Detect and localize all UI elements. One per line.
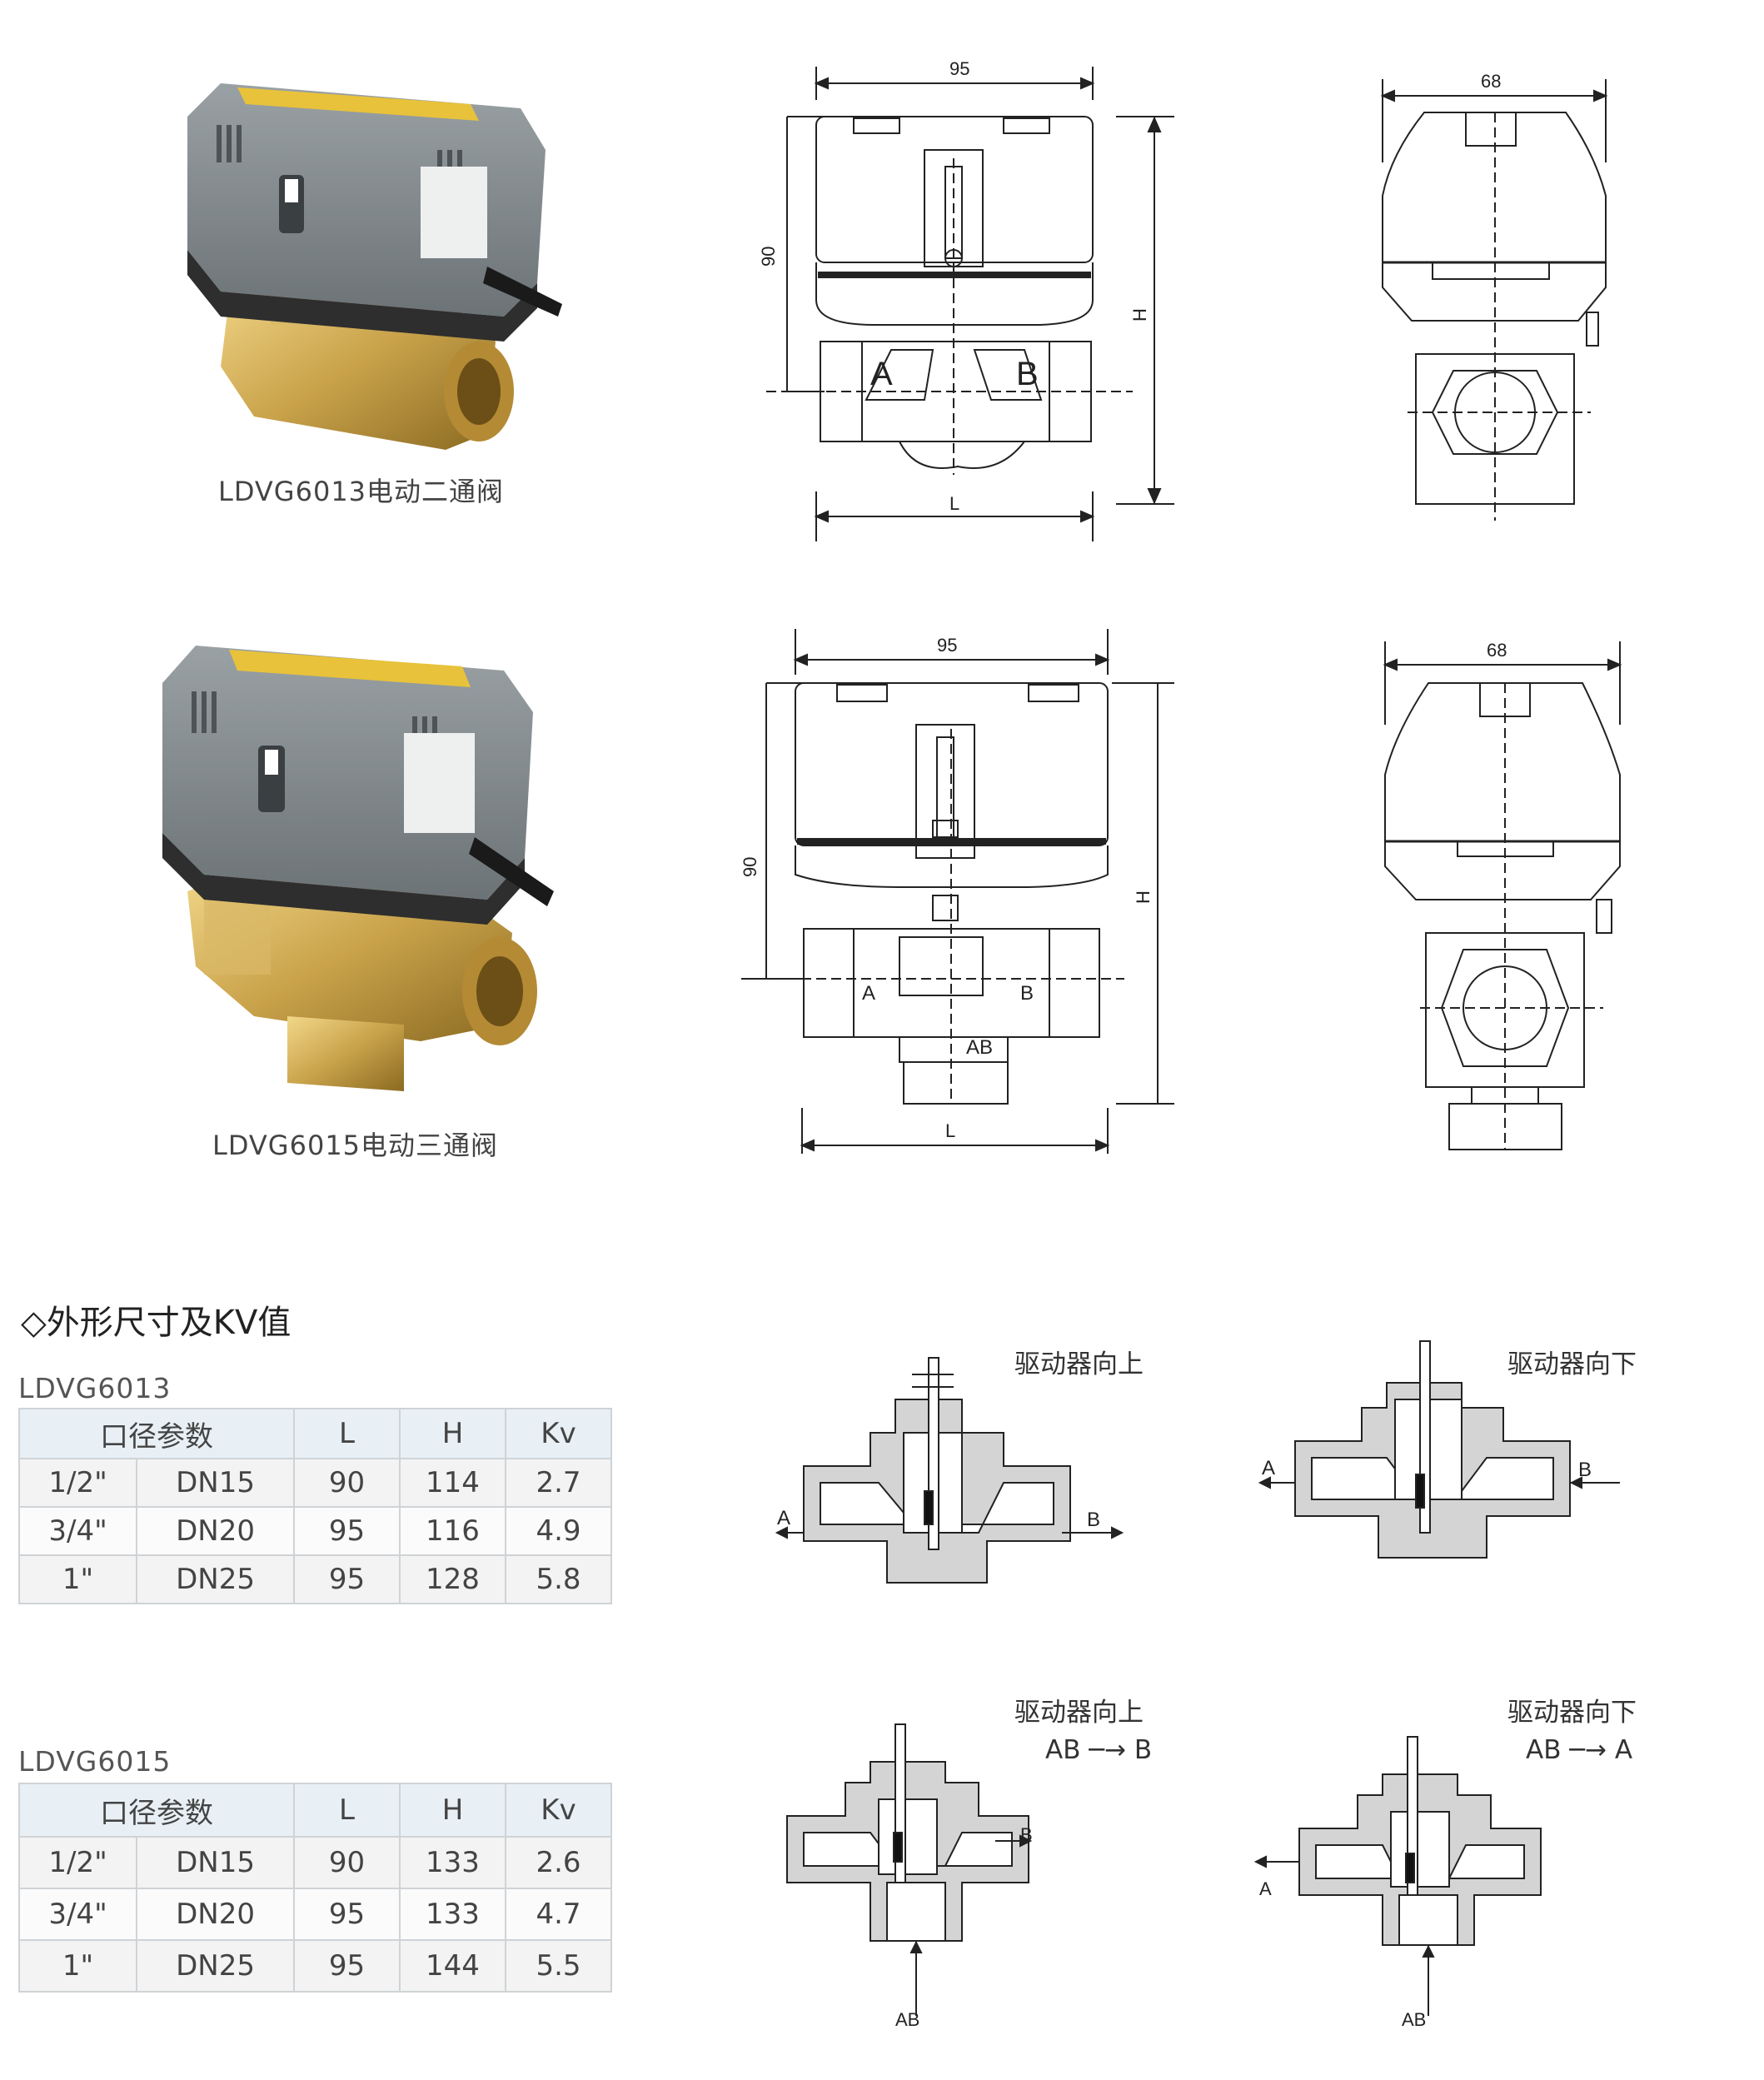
kv-table-ldvg6015: 口径参数 L H Kv 1/2" DN15 90 133 2.6 3/4" DN… xyxy=(17,1783,612,1993)
table-row: 1" DN25 95 144 5.5 xyxy=(17,1939,612,1993)
flow3-port-ab: AB xyxy=(895,2009,919,2030)
cell-kv: 4.9 xyxy=(505,1506,612,1556)
cell-inch: 1" xyxy=(17,1554,138,1604)
front1-port-a: A xyxy=(870,356,893,392)
cell-inch: 1/2" xyxy=(17,1458,138,1508)
kv-table-ldvg6013: 口径参数 L H Kv 1/2" DN15 90 114 2.7 3/4" DN… xyxy=(17,1408,612,1604)
cell-l: 95 xyxy=(293,1888,401,1941)
cell-inch: 1/2" xyxy=(17,1836,138,1889)
three-way-flow-down-diagram: A AB xyxy=(1253,1736,1542,2030)
three-way-valve-caption: LDVG6015电动三通阀 xyxy=(212,1130,499,1161)
two-way-side-drawing: 68 xyxy=(1380,71,1608,521)
two-way-flow-up-diagram: A B xyxy=(775,1357,1124,1584)
front1-length: L xyxy=(949,493,959,514)
cell-dn: DN20 xyxy=(136,1888,295,1941)
total-height-label: H xyxy=(1129,308,1150,322)
two-way-front-drawing: 95 90 H A B L xyxy=(758,58,1174,541)
cell-dn: DN25 xyxy=(136,1554,295,1604)
three-way-side-drawing: 68 xyxy=(1383,640,1622,1150)
header-kv: Kv xyxy=(505,1408,612,1459)
two-way-valve-photo xyxy=(187,83,562,450)
front-width-label: 95 xyxy=(949,58,969,79)
front1-port-b: B xyxy=(1016,356,1039,392)
cell-kv: 2.6 xyxy=(505,1836,612,1889)
cell-kv: 4.7 xyxy=(505,1888,612,1941)
cell-h: 116 xyxy=(399,1506,506,1556)
header-size: 口径参数 xyxy=(18,1408,295,1459)
cell-inch: 3/4" xyxy=(17,1888,138,1941)
front2-total-height: H xyxy=(1133,890,1154,904)
table-header: 口径参数 L H Kv xyxy=(18,1408,612,1459)
flow3-port-b: B xyxy=(1020,1824,1033,1845)
cell-h: 133 xyxy=(399,1836,506,1889)
flow1-port-b: B xyxy=(1087,1509,1100,1531)
two-way-valve-caption: LDVG6013电动二通阀 xyxy=(218,476,505,507)
cell-kv: 2.7 xyxy=(505,1458,612,1508)
front2-port-ab: AB xyxy=(966,1036,993,1059)
header-h: H xyxy=(399,1783,506,1838)
header-kv: Kv xyxy=(505,1783,612,1838)
table-row: 1" DN25 95 128 5.8 xyxy=(17,1554,612,1604)
front2-length: L xyxy=(945,1120,955,1141)
table1-model: LDVG6013 xyxy=(18,1372,172,1404)
table-row: 3/4" DN20 95 133 4.7 xyxy=(17,1888,612,1941)
flow3-label: 驱动器向上 xyxy=(1014,1698,1144,1728)
cell-dn: DN15 xyxy=(136,1836,295,1889)
flow1-port-a: A xyxy=(777,1507,790,1529)
table-row: 1/2" DN15 90 114 2.7 xyxy=(17,1458,612,1508)
flow4-direction: AB ─→ A xyxy=(1526,1735,1633,1765)
cell-h: 128 xyxy=(399,1554,506,1604)
front2-width: 95 xyxy=(937,635,957,656)
side2-width: 68 xyxy=(1487,640,1507,661)
flow4-port-ab: AB xyxy=(1402,2009,1426,2030)
flow4-port-a: A xyxy=(1259,1878,1272,1899)
cell-kv: 5.5 xyxy=(505,1939,612,1993)
two-way-flow-down-diagram: A B xyxy=(1258,1340,1620,1559)
header-l: L xyxy=(293,1783,401,1838)
cell-h: 144 xyxy=(399,1939,506,1993)
front2-port-a: A xyxy=(862,982,875,1005)
flow2-port-a: A xyxy=(1262,1457,1275,1479)
cell-l: 95 xyxy=(293,1506,401,1556)
cell-l: 90 xyxy=(293,1458,401,1508)
cell-kv: 5.8 xyxy=(505,1554,612,1604)
cell-l: 95 xyxy=(293,1939,401,1993)
table-row: 3/4" DN20 95 116 4.9 xyxy=(17,1506,612,1556)
cell-l: 95 xyxy=(293,1554,401,1604)
cell-inch: 1" xyxy=(17,1939,138,1993)
cell-h: 114 xyxy=(399,1458,506,1508)
section-title: ◇外形尺寸及KV值 xyxy=(21,1304,292,1342)
side1-width: 68 xyxy=(1481,71,1501,92)
flow2-port-b: B xyxy=(1578,1459,1592,1481)
table-row: 1/2" DN15 90 133 2.6 xyxy=(17,1836,612,1889)
flow3-direction: AB ─→ B xyxy=(1045,1735,1153,1765)
three-way-front-drawing: 95 90 H A B AB L xyxy=(740,629,1174,1154)
flow4-label: 驱动器向下 xyxy=(1507,1698,1637,1728)
cell-dn: DN20 xyxy=(136,1506,295,1556)
actuator-height-label: 90 xyxy=(758,247,779,267)
table-header: 口径参数 L H Kv xyxy=(18,1783,612,1838)
flow1-label: 驱动器向上 xyxy=(1014,1349,1144,1379)
cell-dn: DN15 xyxy=(136,1458,295,1508)
front2-actuator-height: 90 xyxy=(740,857,760,877)
cell-inch: 3/4" xyxy=(17,1506,138,1556)
cell-dn: DN25 xyxy=(136,1939,295,1993)
header-size: 口径参数 xyxy=(18,1783,295,1838)
header-l: L xyxy=(293,1408,401,1459)
three-way-valve-photo xyxy=(162,646,554,1091)
flow2-label: 驱动器向下 xyxy=(1507,1349,1637,1379)
table2-model: LDVG6015 xyxy=(18,1745,172,1778)
three-way-flow-up-diagram: B AB xyxy=(786,1723,1033,2030)
front2-port-b: B xyxy=(1020,982,1034,1005)
header-h: H xyxy=(399,1408,506,1459)
cell-h: 133 xyxy=(399,1888,506,1941)
cell-l: 90 xyxy=(293,1836,401,1889)
